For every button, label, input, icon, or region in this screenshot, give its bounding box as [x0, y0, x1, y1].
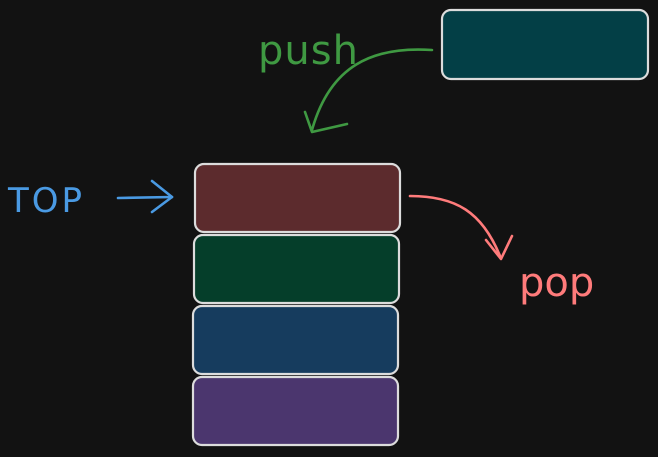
incoming-block	[440, 8, 650, 81]
top-arrow	[116, 179, 174, 214]
stack-block-bottom	[191, 375, 400, 447]
stack-block-top	[193, 162, 402, 234]
stack-block-2	[192, 233, 401, 305]
pop-arrow	[408, 194, 514, 261]
stack-block-3	[191, 304, 400, 376]
push-arrow	[303, 48, 434, 134]
push-label: push	[258, 28, 359, 74]
top-label: TOP	[7, 181, 85, 221]
pop-label: pop	[519, 260, 594, 306]
